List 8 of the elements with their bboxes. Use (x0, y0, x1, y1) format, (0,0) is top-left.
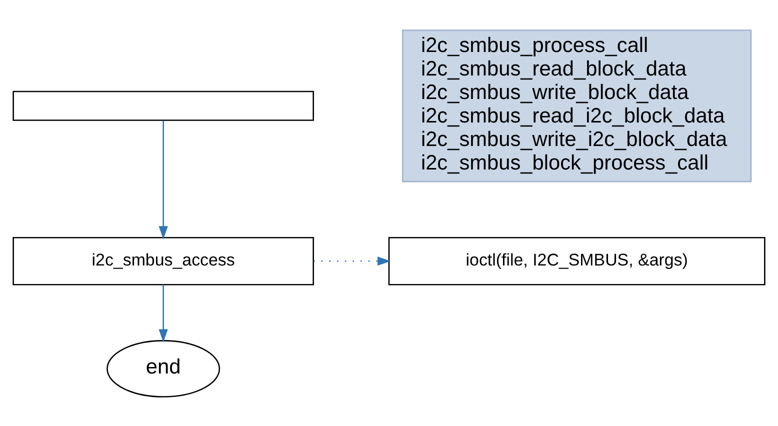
node-box: ioctl(file, I2C_SMBUS, &args) (388, 236, 766, 285)
node-box (12, 90, 314, 120)
node-box: i2c_smbus_access (12, 236, 314, 285)
arrow (314, 256, 391, 266)
arrow (158, 120, 168, 239)
node-ellipse: end (106, 340, 220, 397)
arrow (158, 284, 168, 342)
node-box: i2c_smbus_process_call i2c_smbus_read_block_data i2c_smbus_write_block_data i2c_smbus_read_i2c_block_data i2c_smbus_write_i2c_block_data i2c_smbus_block_process_call (402, 29, 752, 182)
